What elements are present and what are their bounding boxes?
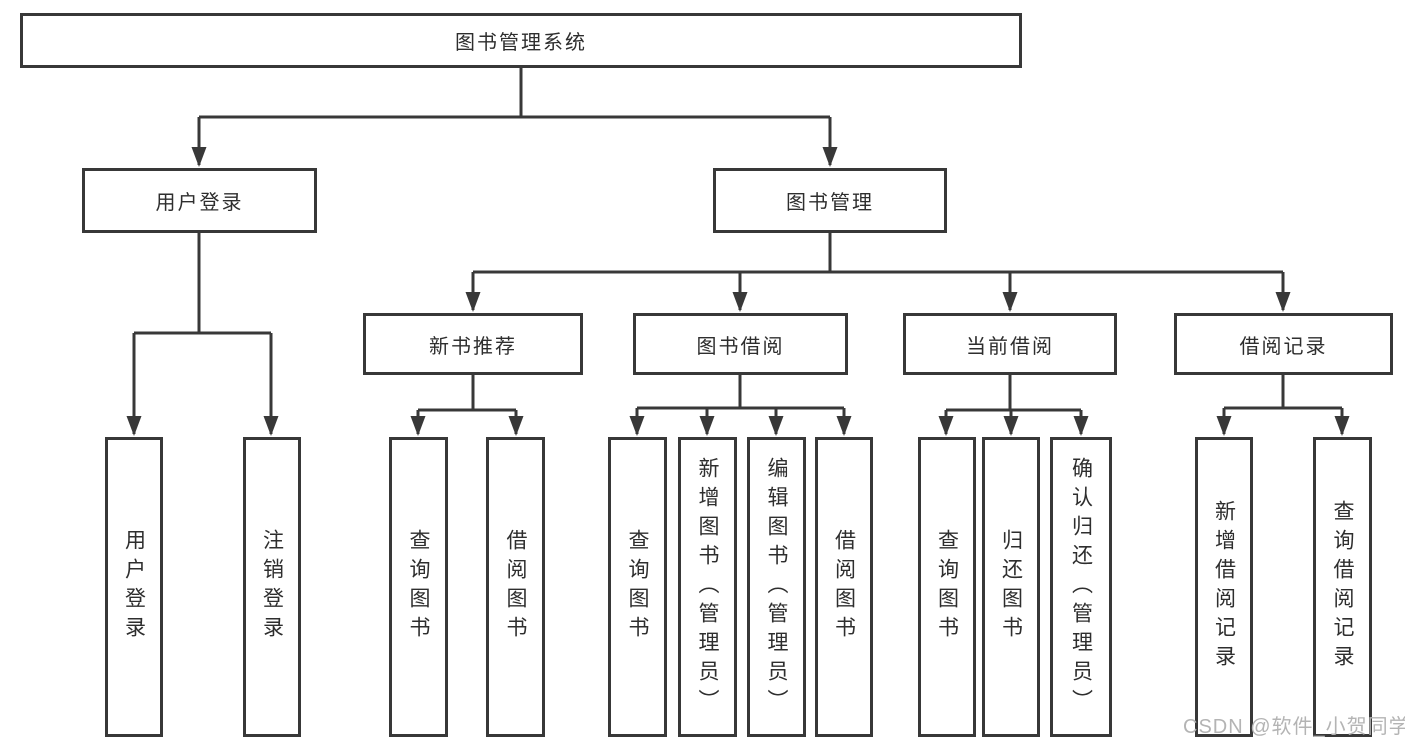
node-confirm-return-admin: 确认归还（管理员） <box>1050 437 1112 737</box>
node-return-books: 归还图书 <box>982 437 1040 737</box>
node-borrow-books-borrow: 借阅图书 <box>815 437 873 737</box>
node-label: 图书管理 <box>786 192 874 214</box>
watermark: CSDN @软件_小贺同学 <box>1183 716 1405 738</box>
node-label: 新书推荐 <box>429 335 517 358</box>
node-label: 查询借阅记录 <box>1331 500 1354 674</box>
node-borrowing-records: 借阅记录 <box>1174 313 1393 375</box>
node-book-management: 图书管理 <box>713 168 947 233</box>
node-label: 图书管理系统 <box>455 32 587 54</box>
node-query-books-current: 查询图书 <box>918 437 976 737</box>
node-current-borrowing: 当前借阅 <box>903 313 1117 375</box>
node-label: 查询图书 <box>626 529 649 645</box>
node-new-book-recommend: 新书推荐 <box>363 313 583 375</box>
node-label: 用户登录 <box>155 192 244 214</box>
node-user-login-leaf: 用户登录 <box>105 437 163 737</box>
node-label: 编辑图书（管理员） <box>765 456 788 718</box>
node-label: 查询图书 <box>407 529 430 645</box>
node-user-login: 用户登录 <box>82 168 317 233</box>
node-label: 借阅记录 <box>1239 335 1328 358</box>
node-label: 查询图书 <box>935 529 959 645</box>
node-edit-books-admin: 编辑图书（管理员） <box>747 437 806 737</box>
node-query-books-newbooks: 查询图书 <box>389 437 448 737</box>
node-library-management-system: 图书管理系统 <box>20 13 1022 68</box>
node-label: 注销登录 <box>260 529 284 645</box>
node-label: 图书借阅 <box>696 335 785 358</box>
node-label: 借阅图书 <box>504 529 527 645</box>
node-label: 新增借阅记录 <box>1212 500 1236 674</box>
node-label: 确认归还（管理员） <box>1069 456 1093 718</box>
node-add-books-admin: 新增图书（管理员） <box>678 437 737 737</box>
node-label: 用户登录 <box>122 529 146 645</box>
node-label: 借阅图书 <box>832 529 856 645</box>
node-add-borrow-record: 新增借阅记录 <box>1195 437 1253 737</box>
node-borrow-books-newbooks: 借阅图书 <box>486 437 545 737</box>
node-logout-login-leaf: 注销登录 <box>243 437 301 737</box>
node-label: 新增图书（管理员） <box>696 456 719 718</box>
node-book-borrowing: 图书借阅 <box>633 313 848 375</box>
node-label: 当前借阅 <box>966 335 1054 358</box>
node-label: 归还图书 <box>999 529 1023 645</box>
node-query-books-borrow: 查询图书 <box>608 437 667 737</box>
node-query-borrow-record: 查询借阅记录 <box>1313 437 1372 737</box>
